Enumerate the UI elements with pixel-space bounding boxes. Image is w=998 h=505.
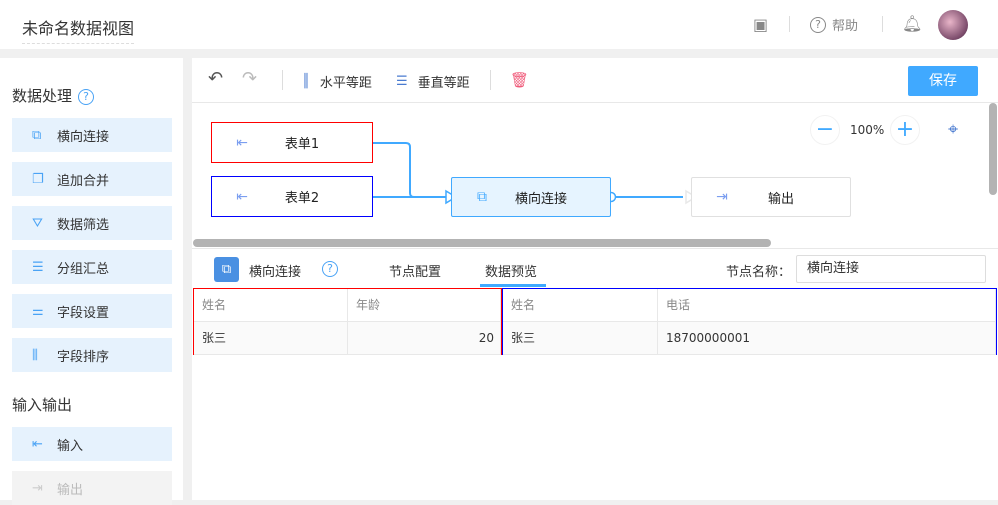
toolbar: ↶ ↷ ║ 水平等距 ☰ 垂直等距 🗑︎ <box>192 58 998 103</box>
divider <box>789 16 790 32</box>
table-cell: 张三 <box>503 322 658 355</box>
divider <box>882 16 883 32</box>
join-icon: ⧉ <box>477 189 487 205</box>
item-label: 输入 <box>57 438 84 454</box>
sidebar-item-sort[interactable]: ⫼ 字段排序 <box>12 338 172 372</box>
help-button[interactable]: ? 帮助 <box>810 15 858 34</box>
vertical-spacing-button[interactable]: ☰ 垂直等距 <box>396 72 470 91</box>
divider <box>282 70 283 90</box>
item-label: 追加合并 <box>57 173 110 189</box>
sidebar-item-field-settings[interactable]: ⚌ 字段设置 <box>12 294 172 328</box>
item-label: 字段设置 <box>57 305 110 321</box>
item-label: 分组汇总 <box>57 261 110 277</box>
node-form1[interactable]: ⇤ 表单1 <box>211 122 373 163</box>
table-cell: 20 <box>348 322 501 355</box>
label: 垂直等距 <box>417 76 470 91</box>
vertical-scrollbar[interactable] <box>989 103 997 195</box>
tab-data-preview[interactable]: 数据预览 <box>485 265 538 280</box>
sidebar-item-filter[interactable]: ⛛ 数据筛选 <box>12 206 172 240</box>
active-tab-indicator <box>480 284 546 287</box>
save-button[interactable]: 保存 <box>908 66 978 96</box>
delete-icon[interactable]: 🗑︎ <box>510 71 530 89</box>
node-label: 输出 <box>767 191 794 207</box>
sidebar-item-group[interactable]: ☰ 分组汇总 <box>12 250 172 284</box>
section-title: 数据处理 <box>12 87 73 105</box>
sidebar-item-input[interactable]: ⇤ 输入 <box>12 427 172 461</box>
column-header: 姓名 <box>194 289 348 322</box>
sliders-icon: ⚌ <box>32 303 44 319</box>
undo-icon[interactable]: ↶ <box>208 68 224 89</box>
node-panel-header: ⧉ 横向连接 ? 节点配置 数据预览 节点名称： 横向连接 <box>192 248 998 288</box>
filter-icon: ⛛ <box>32 215 43 231</box>
node-label: 表单1 <box>284 137 320 152</box>
edge-layer <box>373 142 698 205</box>
node-label: 表单2 <box>284 191 320 206</box>
divider <box>490 70 491 90</box>
item-label: 输出 <box>57 482 84 498</box>
list-icon: ☰ <box>32 259 44 275</box>
zoom-in-button[interactable]: + <box>890 115 920 145</box>
table-cell: 张三 <box>194 322 348 355</box>
sort-icon: ⫼ <box>32 347 38 363</box>
item-label: 横向连接 <box>57 129 110 145</box>
bell-icon[interactable]: 🔔︎ <box>902 14 923 33</box>
help-icon[interactable]: ? <box>322 261 338 277</box>
view-title[interactable]: 未命名数据视图 <box>22 15 135 44</box>
output-icon: ⇥ <box>716 189 728 205</box>
help-icon: ? <box>810 16 826 33</box>
avatar[interactable] <box>938 10 968 40</box>
sidebar-item-append[interactable]: ❐ 追加合并 <box>12 162 172 196</box>
output-icon: ⇥ <box>32 480 43 496</box>
item-label: 字段排序 <box>57 349 110 365</box>
node-form2[interactable]: ⇤ 表单2 <box>211 176 373 217</box>
tab-node-config[interactable]: 节点配置 <box>389 265 442 280</box>
input-icon: ⇤ <box>236 134 248 151</box>
redo-icon[interactable]: ↷ <box>242 68 258 89</box>
horizontal-spacing-button[interactable]: ║ 水平等距 <box>302 72 372 91</box>
horizontal-scrollbar[interactable] <box>193 239 771 247</box>
zoom-level: 100% <box>850 123 885 137</box>
locate-icon[interactable]: ⌖ <box>948 119 959 140</box>
input-icon: ⇤ <box>32 436 43 452</box>
input-icon: ⇤ <box>236 188 248 205</box>
node-name-label: 节点名称： <box>726 265 792 280</box>
column-header: 电话 <box>658 289 996 322</box>
contacts-icon[interactable]: ▣ <box>753 15 769 34</box>
node-output[interactable]: ⇥ 输出 <box>691 177 851 217</box>
node-join[interactable]: ⧉ 横向连接 <box>451 177 611 217</box>
edge-form1-join <box>373 142 446 198</box>
append-icon: ❐ <box>32 171 44 187</box>
app-header: 未命名数据视图 ▣ ? 帮助 🔔︎ <box>0 0 998 49</box>
item-label: 数据筛选 <box>57 217 110 233</box>
node-label: 横向连接 <box>514 191 567 207</box>
table-form2: 姓名 电话 张三 18700000001 <box>502 288 997 355</box>
zoom-out-button[interactable]: − <box>810 115 840 145</box>
v-spacing-icon: ☰ <box>396 74 408 89</box>
section-io: 输入输出 <box>12 396 73 414</box>
join-icon: ⧉ <box>32 127 42 143</box>
node-type-label: 横向连接 <box>249 265 302 280</box>
table-cell: 18700000001 <box>658 322 996 355</box>
column-header: 年龄 <box>348 289 501 322</box>
node-name-input[interactable]: 横向连接 <box>796 255 986 283</box>
label: 水平等距 <box>319 76 372 91</box>
table-form1: 姓名 年龄 张三 20 <box>193 288 502 355</box>
help-label: 帮助 <box>832 19 859 34</box>
sidebar-item-output: ⇥ 输出 <box>12 471 172 505</box>
column-header: 姓名 <box>503 289 658 322</box>
sidebar-item-join[interactable]: ⧉ 横向连接 <box>12 118 172 152</box>
section-data-processing: 数据处理? <box>12 85 95 106</box>
h-spacing-icon: ║ <box>302 74 310 89</box>
help-icon[interactable]: ? <box>78 88 95 105</box>
join-icon: ⧉ <box>214 257 239 282</box>
